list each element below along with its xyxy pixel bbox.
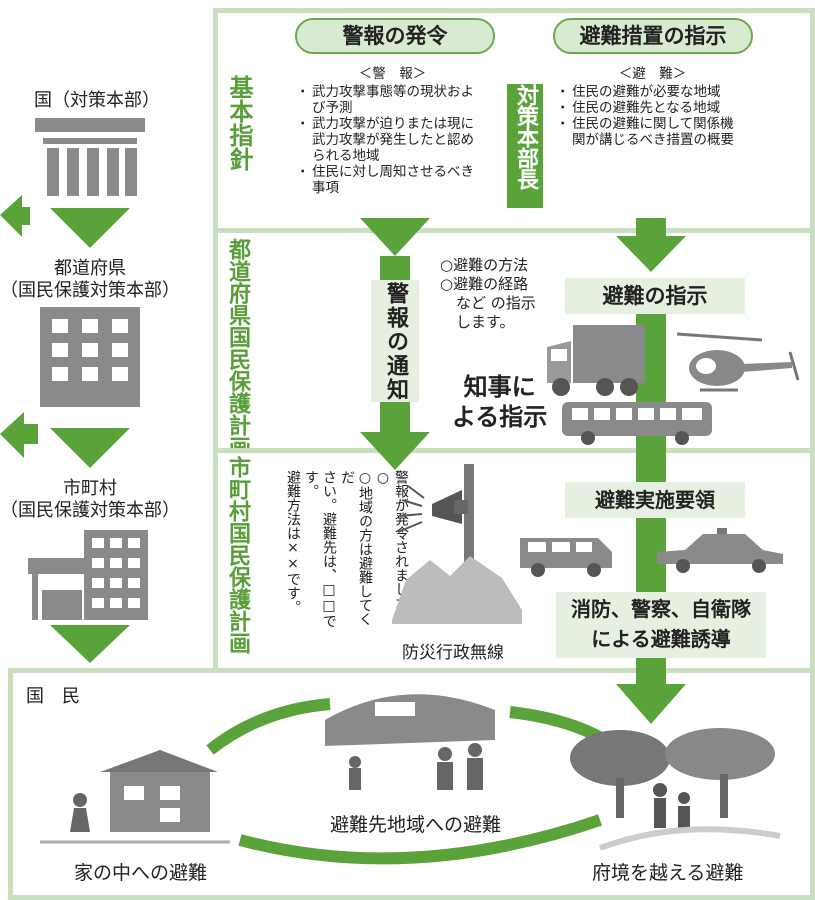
prefecture-label: 都道府県 （国民保護対策本部） — [0, 258, 180, 302]
warning-notice-label: 警報の通知 — [371, 280, 419, 402]
house-icon — [40, 742, 230, 847]
warning-notice-text: 警報の通知 — [383, 282, 408, 402]
method-item: ○避難の経路 — [440, 275, 529, 293]
guidance-line: 消防、警察、自衛隊 — [571, 597, 751, 621]
warning-item: 武力攻撃が迫りまたは現に武力攻撃が発生したと認められる地域 — [296, 116, 485, 164]
destination-evacuation-label: 避難先地域への避難 — [330, 814, 502, 836]
arrow-left-icon — [0, 195, 30, 245]
prefecture-hq: （国民保護対策本部） — [0, 280, 180, 301]
arrow-down-icon — [50, 208, 130, 248]
municipality-name: 市町村 — [63, 478, 117, 499]
warning-item: 住民に対し周知させるべき事項 — [296, 164, 485, 196]
evacuation-arrow-icon — [616, 218, 686, 272]
national-label: 国（対策本部） — [34, 90, 160, 111]
evacuation-guidance-box: 消防、警察、自衛隊 による避難誘導 — [556, 592, 766, 658]
warning-issuance-pill: 警報の発令 — [295, 18, 495, 54]
evacuation-item: 住民の避難先となる地域 — [556, 100, 745, 116]
method-item: します。 — [456, 313, 515, 331]
governor-line: よる指示 — [452, 403, 548, 431]
guidance-line: による避難誘導 — [591, 627, 731, 651]
prefecture-plan-title: 都道府県国民保護計画 — [225, 238, 250, 458]
evacuation-methods: ○避難の方法 ○避難の経路 など の指示 します。 — [440, 256, 536, 332]
broadcast-line: 避難方法は××です。 — [285, 470, 301, 614]
warning-item: 武力攻撃事態等の現状および予測 — [296, 84, 485, 116]
cross-border-evacuation-label: 府境を越える避難 — [592, 862, 744, 884]
chief-text: 対策本部長 — [513, 84, 538, 189]
broadcast-message: 警報が発令されました。○ ○地域の方は避難してくだ さい。避難先は、□□です。 … — [284, 470, 410, 630]
evacuation-instruction-box: 避難の指示 — [565, 278, 745, 314]
warning-header: ＜警 報＞ — [358, 66, 427, 82]
forest-icon — [560, 718, 781, 851]
warning-contents: ＜警 報＞ 武力攻撃事態等の現状および予測 武力攻撃が迫りまたは現に武力攻撃が発… — [296, 66, 485, 196]
bus-icon — [562, 398, 712, 446]
method-item: など の指示 — [456, 294, 536, 312]
method-item: ○避難の方法 — [440, 256, 529, 274]
chief-label: 対策本部長 — [507, 84, 543, 208]
evacuation-item: 住民の避難に関して関係機関が講じるべき措置の概要 — [556, 116, 745, 148]
governor-instruction-label: 知事に よる指示 — [452, 372, 547, 432]
evacuation-measures-pill: 避難措置の指示 — [553, 18, 753, 54]
broadcast-line: さい。避難先は、□□です。 — [303, 470, 337, 628]
evacuation-header: ＜避 難＞ — [618, 66, 687, 82]
municipal-plan-title: 市町村国民保護計画 — [225, 456, 250, 654]
arrow-down-icon — [50, 625, 130, 663]
basic-policy-title: 基本指針 — [225, 75, 253, 171]
broadcast-line: ○地域の方は避難してくだ — [339, 470, 373, 626]
arrow-down-icon — [50, 428, 130, 468]
home-evacuation-label: 家の中への避難 — [74, 862, 208, 884]
prefecture-name: 都道府県 — [54, 258, 126, 279]
evacuation-contents: ＜避 難＞ 住民の避難が必要な地域 住民の避難先となる地域 住民の避難に関して関… — [556, 66, 745, 148]
school-icon — [315, 680, 510, 795]
evacuation-item: 住民の避難が必要な地域 — [556, 84, 745, 100]
arrow-left-icon — [0, 412, 38, 462]
governor-line: 知事に — [463, 373, 536, 401]
municipality-label: 市町村 （国民保護対策本部） — [0, 478, 180, 522]
prefecture-plan-section — [213, 228, 815, 453]
municipal-building-icon — [28, 530, 148, 620]
evacuation-arrow-icon — [616, 662, 686, 724]
radio-label: 防災行政無線 — [402, 643, 504, 663]
loudspeaker-icon — [392, 460, 532, 630]
implementation-guidelines-box: 避難実施要領 — [565, 482, 745, 518]
national-building-icon — [35, 118, 145, 198]
citizens-title: 国 民 — [26, 686, 80, 707]
police-car-icon — [655, 528, 785, 573]
prefecture-building-icon — [40, 307, 140, 407]
municipality-hq: （国民保護対策本部） — [0, 500, 180, 521]
truck-icon — [545, 325, 645, 400]
van-icon — [516, 528, 616, 578]
helicopter-icon — [672, 330, 802, 400]
